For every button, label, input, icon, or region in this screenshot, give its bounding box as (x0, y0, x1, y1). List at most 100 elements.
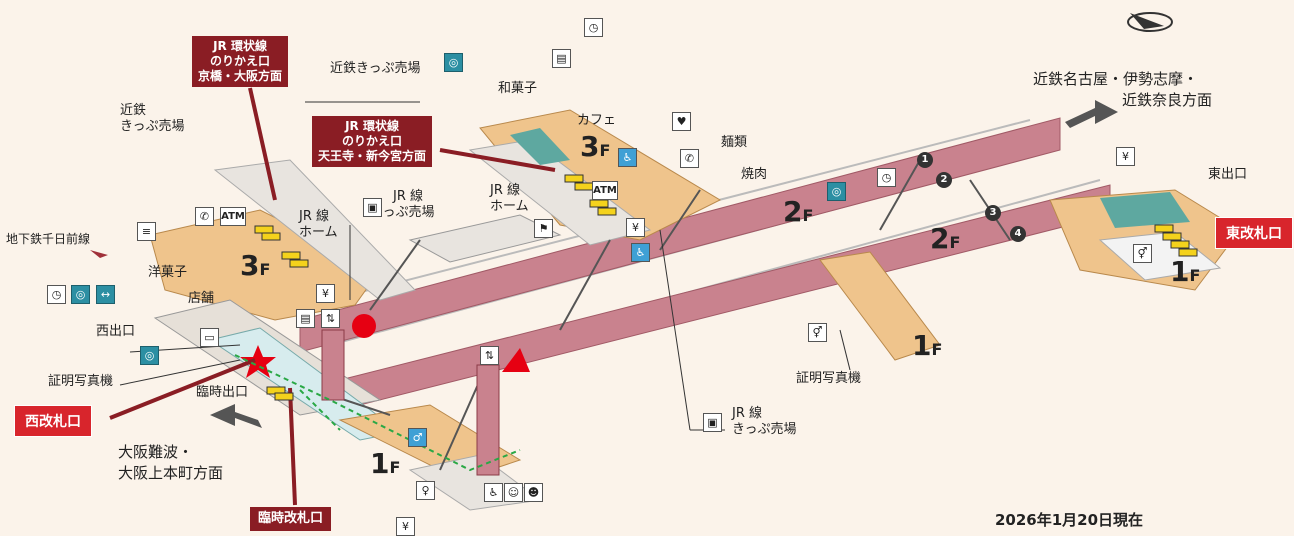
column-left (321, 329, 345, 401)
stairs (329, 159, 1011, 471)
kintetsu-ticket-left-1: 近鉄 (120, 103, 147, 118)
floor-1f-right: 1F (1170, 255, 1201, 288)
womens-restroom-icon: ♀ (416, 481, 435, 500)
transfer-direction: 天王寺・新今宮方面 (318, 149, 427, 163)
west-gate-star-icon (240, 345, 276, 378)
transfer-box-tennoji[interactable]: JR 環状線 のりかえ口 天王寺・新今宮方面 (312, 116, 433, 167)
ticket-gates (254, 174, 1198, 401)
ticket-office-icon: ▣ (363, 198, 382, 217)
west-gate-tag[interactable]: 西改札口 (14, 405, 92, 437)
concourse-1f-right-white (1098, 231, 1222, 281)
north-destination-line2: 近鉄奈良方面 (1122, 91, 1213, 109)
ticket-machine-icon: ◎ (71, 285, 90, 304)
accessible-route (234, 354, 521, 472)
jr-ticket-bottom-1: JR 線 (732, 406, 762, 421)
baby-icon: ☻ (524, 483, 543, 502)
floor-2f-upper: 2F (783, 195, 814, 228)
kintetsu-ticket-label: 近鉄きっぷ売場 (330, 61, 421, 76)
concourse-1f-right-teal (1100, 192, 1190, 228)
clock-icon: ◷ (877, 168, 896, 187)
platform-number-3: 3 (985, 205, 1001, 221)
atm-icon: ATM (592, 181, 618, 200)
locker-icon: ▤ (552, 49, 571, 68)
kintetsu-ticket-left-2: きっぷ売場 (120, 119, 185, 134)
nursing-room-icon: ♿ (631, 243, 650, 262)
arrow-south-icon (210, 404, 262, 428)
jr-home-mid-2: ホーム (490, 199, 529, 214)
mens-restroom-icon: ♂ (408, 428, 427, 447)
column-right (476, 364, 500, 476)
menrui-label: 麺類 (721, 135, 748, 150)
yen-icon: ¥ (396, 517, 415, 536)
ticket-machine-icon: ◎ (444, 53, 463, 72)
east-exit-label: 東出口 (1208, 167, 1248, 182)
accessible-icon: ♿ (484, 483, 503, 502)
wagashi-label: 和菓子 (498, 81, 538, 96)
flag-icon: ⚑ (534, 219, 553, 238)
atm-icon: ATM (220, 207, 246, 226)
compass-icon (1127, 12, 1173, 32)
yen-icon: ¥ (1116, 147, 1135, 166)
clock-icon: ◷ (47, 285, 66, 304)
transfer-label: のりかえ口 (342, 134, 403, 148)
transfer-label: のりかえ口 (210, 54, 271, 68)
photo-booth-icon: ▭ (200, 328, 219, 347)
cafe-label: カフェ (577, 113, 617, 128)
yen-icon: ¥ (626, 218, 645, 237)
transfer-box-kyobashi[interactable]: JR 環状線 のりかえ口 京橋・大阪方面 (192, 36, 289, 87)
phone-icon: ✆ (195, 207, 214, 226)
yakiniku-label: 焼肉 (741, 167, 768, 182)
elevator-icon: ⇅ (480, 346, 499, 365)
nursing-room-icon: ♿ (618, 148, 637, 167)
current-location-marker (352, 314, 376, 338)
platform-upper (299, 117, 1061, 353)
yen-icon: ¥ (316, 284, 335, 303)
tenpo-label: 店舗 (188, 291, 215, 306)
temporary-exit-label: 臨時出口 (196, 385, 249, 400)
jr-ticket-label-1: JR 線 (393, 189, 423, 204)
arrow-subway-icon (90, 250, 108, 258)
north-destination-line1: 近鉄名古屋・伊勢志摩・ (1033, 70, 1199, 88)
jr-home-left-1: JR 線 (299, 209, 329, 224)
transfer-line-name: JR 環状線 (345, 119, 399, 133)
restroom-icon: ⚥ (808, 323, 827, 342)
phone-icon: ✆ (680, 149, 699, 168)
platform-walk-1 (408, 214, 562, 263)
jr-ticket-bottom-2: きっぷ売場 (732, 422, 797, 437)
aed-icon: ♥ (672, 112, 691, 131)
floor-2f-lower: 2F (930, 222, 961, 255)
south-destination-line2: 大阪上本町方面 (118, 464, 224, 482)
jr-ticket-label-2: きっぷ売場 (370, 205, 435, 220)
platform-walk-2 (819, 251, 941, 361)
arrow-north-icon (1065, 100, 1118, 128)
elevator-icon: ⇅ (321, 309, 340, 328)
ticket-machine-icon: ◎ (827, 182, 846, 201)
platform-number-4: 4 (1010, 226, 1026, 242)
concourse-3f-center-teal (510, 128, 570, 165)
yougashi-label: 洋菓子 (148, 265, 188, 280)
platform-number-2: 2 (936, 172, 952, 188)
concourse-3f-center-gray (468, 139, 652, 246)
floor-1f-middle: 1F (912, 329, 943, 362)
locker-icon: ▤ (296, 309, 315, 328)
temporary-gate-tag[interactable]: 臨時改札口 (250, 507, 332, 532)
gate-leader-lines (109, 87, 556, 506)
floor-3f-left: 3F (240, 249, 271, 282)
platform-number-1: 1 (917, 152, 933, 168)
south-destination-line1: 大阪難波・ (118, 443, 194, 461)
smoking-icon: ≡ (137, 222, 156, 241)
update-date: 2026年1月20日現在 (995, 511, 1144, 529)
ticket-machine-icon: ◎ (140, 346, 159, 365)
family-icon: ☺ (504, 483, 523, 502)
ticket-office-icon: ▣ (703, 413, 722, 432)
transfer-icon: ↔ (96, 285, 115, 304)
photo-booth-right: 証明写真機 (796, 371, 862, 386)
east-gate-tag[interactable]: 東改札口 (1215, 217, 1293, 249)
west-exit-label: 西出口 (96, 324, 136, 339)
location-marker-triangle (502, 348, 530, 372)
restroom-icon: ⚥ (1133, 244, 1152, 263)
subway-label: 地下鉄千日前線 (6, 232, 91, 246)
transfer-line-name: JR 環状線 (213, 39, 267, 53)
floor-1f-bottom: 1F (370, 447, 401, 480)
floor-3f-center: 3F (580, 130, 611, 163)
